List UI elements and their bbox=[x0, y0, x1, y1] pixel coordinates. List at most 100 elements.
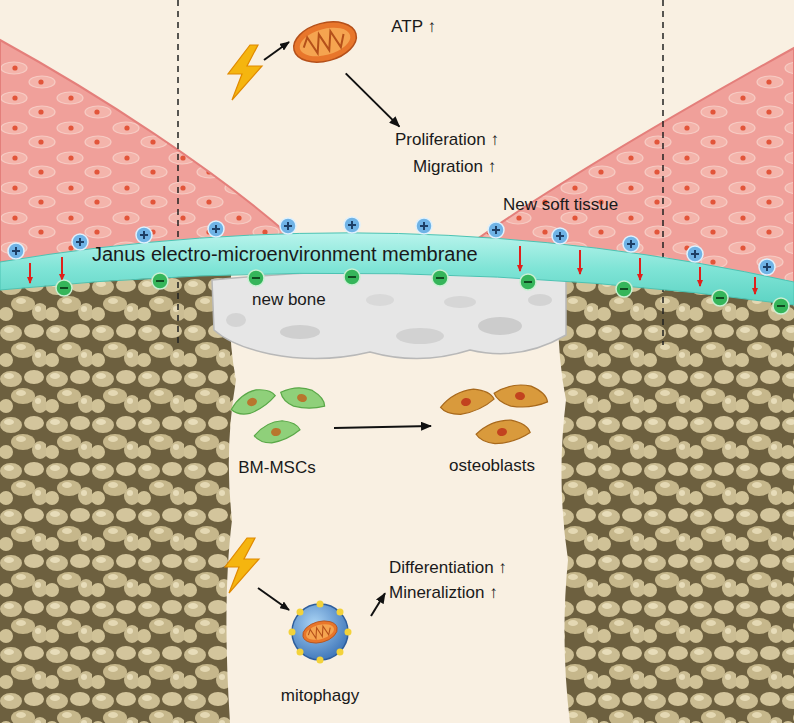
node-label: BM-MSCs bbox=[238, 459, 315, 478]
positive-charge-part bbox=[552, 228, 568, 244]
positive-charge-part-part bbox=[8, 243, 24, 259]
osteoblast-cell-part-part bbox=[460, 397, 471, 407]
dashed-boundary-part bbox=[177, 271, 179, 345]
stem-cell bbox=[228, 382, 328, 445]
negative-charge-part-part bbox=[520, 274, 536, 290]
negative-charge-part-part bbox=[524, 281, 532, 283]
stem-cell-part bbox=[253, 418, 302, 446]
new-bone-shape-part bbox=[226, 313, 246, 327]
process-arrow bbox=[371, 593, 385, 616]
osteoblast-cell-part-part bbox=[497, 428, 508, 437]
membrane-band-shape bbox=[0, 233, 794, 305]
positive-charge-part bbox=[72, 234, 88, 250]
positive-charge-part bbox=[623, 236, 639, 252]
positive-charge-part-part bbox=[763, 263, 771, 271]
positive-charge-part-part bbox=[212, 225, 220, 233]
stimulus-arrow bbox=[264, 42, 289, 60]
positive-charge-part-part bbox=[76, 238, 84, 246]
region-label: New soft tissue bbox=[503, 196, 618, 215]
osteoblast-cell-part-part bbox=[438, 385, 495, 418]
positive-charge-part bbox=[687, 246, 703, 262]
stem-cell-part-part bbox=[278, 382, 328, 414]
mitophagy-vesicle-part bbox=[317, 657, 324, 664]
positive-charge-part-part bbox=[552, 228, 568, 244]
node-label: Proliferation ↑ bbox=[395, 131, 499, 150]
new-bone-shape-part bbox=[528, 294, 552, 306]
positive-charge-part-part bbox=[687, 246, 703, 262]
positive-charge-part-part bbox=[12, 247, 20, 255]
new-bone-shape-part bbox=[280, 325, 320, 339]
stem-cell-part-part bbox=[296, 393, 308, 403]
positive-charge-part-part bbox=[420, 222, 428, 230]
positive-charge-part bbox=[344, 217, 360, 233]
mitophagy-vesicle-part bbox=[345, 629, 352, 636]
mitophagy-vesicle bbox=[289, 601, 352, 664]
positive-charge-part-part bbox=[140, 231, 148, 239]
host-bone bbox=[558, 262, 794, 723]
positive-charge-part-part bbox=[623, 236, 639, 252]
mitophagy-vesicle-part bbox=[292, 604, 348, 660]
soft-tissue bbox=[0, 40, 290, 262]
membrane-band: Janus electro-microenvironment membrane bbox=[92, 243, 478, 265]
mitochondrion-node: ATP ↑ bbox=[288, 14, 440, 72]
stimulus-arrow bbox=[258, 588, 289, 610]
stem-cell-part-part bbox=[246, 397, 258, 408]
negative-charge-part-part bbox=[436, 277, 444, 279]
positive-charge-part-part bbox=[348, 221, 356, 229]
mitophagy-vesicle-part bbox=[300, 617, 339, 646]
node-label: Differentiation ↑ bbox=[389, 559, 507, 578]
osteoblast-cell bbox=[438, 382, 549, 445]
mitophagy-vesicle-part bbox=[289, 629, 296, 636]
mitophagy-node: mitophagy bbox=[270, 598, 370, 708]
field-arrow-part bbox=[519, 246, 521, 271]
field-arrow-part bbox=[579, 250, 581, 274]
new-bone-shape-part bbox=[366, 294, 394, 306]
negative-charge-part bbox=[520, 274, 536, 290]
positive-charge-part-part bbox=[280, 218, 296, 234]
new-bone-shape-part bbox=[478, 317, 522, 335]
positive-charge-part-part bbox=[556, 232, 564, 240]
stem-cell-part-part bbox=[228, 384, 278, 419]
new-bone-shape-part bbox=[396, 328, 444, 344]
cell-group: osteoblasts bbox=[433, 378, 551, 478]
positive-charge-part bbox=[280, 218, 296, 234]
new-bone-shape bbox=[212, 270, 566, 358]
node-label: Migration ↑ bbox=[395, 158, 496, 177]
negative-charge-part bbox=[712, 290, 728, 306]
positive-charge-part bbox=[416, 218, 432, 234]
new-bone-shape-part bbox=[444, 296, 476, 308]
negative-charge-part bbox=[773, 298, 789, 314]
positive-charge-part bbox=[136, 227, 152, 243]
negative-charge-part-part bbox=[344, 269, 360, 285]
positive-charge-part-part bbox=[72, 234, 88, 250]
field-arrow-part bbox=[699, 267, 701, 286]
dashed-boundary-part bbox=[177, 0, 179, 238]
positive-charge-part-part bbox=[136, 227, 152, 243]
osteoblast-cell-part-part bbox=[493, 382, 549, 410]
negative-charge-part-part bbox=[616, 281, 632, 297]
negative-charge bbox=[56, 269, 789, 314]
effect-text: Proliferation ↑ Migration ↑ bbox=[392, 128, 502, 179]
osteoblast-cell-part-part bbox=[475, 418, 531, 445]
positive-charge-part-part bbox=[344, 217, 360, 233]
new-bone-region: new bone bbox=[250, 289, 328, 312]
dashed-boundary bbox=[178, 0, 663, 345]
negative-charge-part bbox=[152, 273, 168, 289]
negative-charge-part-part bbox=[248, 270, 264, 286]
negative-charge-part-part bbox=[777, 305, 785, 307]
negative-charge-part-part bbox=[156, 280, 164, 282]
field-arrow-part bbox=[754, 277, 756, 294]
negative-charge-part bbox=[56, 280, 72, 296]
positive-charge-part-part bbox=[492, 226, 500, 234]
positive-charge-part bbox=[488, 222, 504, 238]
mitophagy-vesicle-part bbox=[297, 649, 304, 656]
mitophagy-vesicle-part bbox=[337, 649, 344, 656]
osteoblast-cell-part bbox=[475, 418, 531, 445]
field-arrow-part bbox=[29, 263, 31, 283]
negative-charge-part-part bbox=[620, 288, 628, 290]
mitochondrion bbox=[289, 15, 361, 68]
positive-charge-part-part bbox=[488, 222, 504, 238]
